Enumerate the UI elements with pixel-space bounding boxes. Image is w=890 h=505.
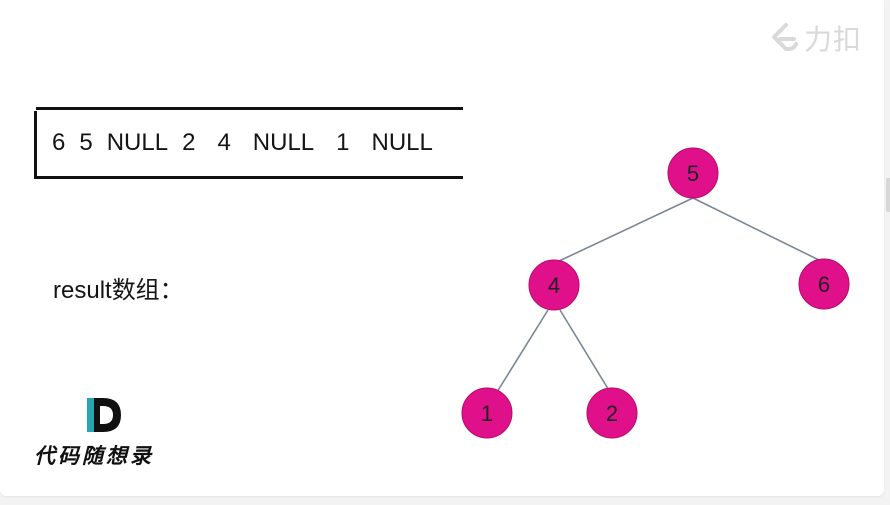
tree-node-1: 1	[461, 387, 513, 439]
queue-items: 6 5 NULL 2 4 NULL 1 NULL	[52, 129, 447, 157]
slide-canvas	[0, 0, 884, 496]
node-label: 1	[481, 401, 493, 426]
queue-item: 4	[217, 129, 231, 156]
result-label: result数组：	[53, 277, 184, 304]
node-label: 4	[548, 273, 560, 298]
queue-item: 5	[79, 129, 93, 156]
node-label: 6	[818, 272, 830, 297]
tree-node-5: 5	[667, 147, 719, 199]
queue-item: NULL	[252, 129, 315, 156]
queue-item: NULL	[371, 129, 433, 156]
edge-5-6	[692, 197, 824, 263]
queue-left-border	[34, 111, 37, 179]
tree-node-2: 2	[586, 387, 638, 439]
tree-node-6: 6	[798, 258, 850, 310]
logo-d-icon	[85, 394, 125, 441]
queue-box: 6 5 NULL 2 4 NULL 1 NULL	[34, 107, 463, 179]
queue-item: 2	[182, 129, 196, 156]
scroll-edge-marker	[886, 178, 890, 212]
daimasuixianglu-logo: 代码随想录	[30, 394, 180, 474]
tree-node-4: 4	[528, 259, 580, 311]
edge-4-1	[496, 309, 549, 393]
leetcode-logo-icon	[766, 21, 800, 55]
queue-item: NULL	[106, 129, 169, 156]
tree-edges	[496, 197, 824, 393]
queue-item: 6	[52, 129, 66, 156]
leetcode-watermark: 力扣	[766, 18, 862, 58]
node-label: 2	[606, 401, 618, 426]
logo-text: 代码随想录	[34, 443, 154, 468]
queue-top-border	[36, 107, 463, 110]
node-label: 5	[687, 161, 699, 186]
queue-item: 1	[336, 129, 350, 156]
edge-4-2	[559, 309, 611, 393]
watermark-text: 力扣	[804, 24, 863, 55]
edge-5-4	[556, 197, 694, 263]
queue-bottom-border	[36, 176, 463, 179]
